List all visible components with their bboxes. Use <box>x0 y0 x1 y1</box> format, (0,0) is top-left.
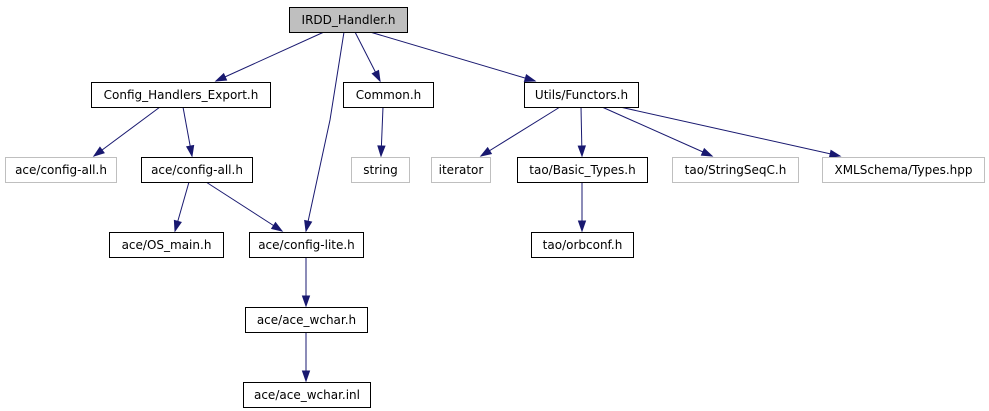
node-label: Utils/Functors.h <box>535 88 628 102</box>
node-xmlschema-types: XMLSchema/Types.hpp <box>822 157 985 183</box>
node-box <box>343 82 434 108</box>
node-config-lite[interactable]: ace/config-lite.h <box>249 232 364 258</box>
edge-arrowhead <box>92 146 105 157</box>
node-box <box>245 307 368 333</box>
node-box <box>351 157 410 183</box>
edge-irdd_handler-to-config_lite <box>304 31 345 233</box>
edge-config_handlers_export-to-config_all_ext <box>92 106 161 157</box>
nodes-layer: IRDD_Handler.hConfig_Handlers_Export.hac… <box>5 7 985 408</box>
node-box <box>672 157 799 183</box>
node-orbconf[interactable]: tao/orbconf.h <box>531 232 634 258</box>
edge-line <box>93 106 161 157</box>
node-label: iterator <box>439 163 484 177</box>
node-label: tao/orbconf.h <box>543 238 623 252</box>
node-label: XMLSchema/Types.hpp <box>834 163 972 177</box>
edge-arrowhead <box>270 221 284 232</box>
node-ace-wchar-inl[interactable]: ace/ace_wchar.inl <box>243 382 371 408</box>
edge-arrowhead <box>371 69 381 83</box>
edge-line <box>305 31 345 232</box>
node-box <box>243 382 371 408</box>
edge-arrowhead <box>173 219 182 233</box>
node-box <box>109 232 224 258</box>
edges-layer <box>92 31 842 383</box>
edge-irdd_handler-to-config_handlers_export <box>214 31 325 82</box>
edge-line <box>480 106 561 157</box>
node-string: string <box>351 157 410 183</box>
node-box <box>531 232 634 258</box>
edge-line <box>205 181 283 232</box>
node-box <box>517 157 648 183</box>
node-label: Config_Handlers_Export.h <box>104 88 259 102</box>
edge-utils_functors-to-basic_types <box>577 106 586 158</box>
node-label: ace/ace_wchar.inl <box>254 388 360 402</box>
node-label: ace/config-lite.h <box>258 238 355 252</box>
edge-config_lite-to-ace_wchar_h <box>301 257 311 308</box>
edge-arrowhead <box>304 219 313 233</box>
node-box <box>249 232 364 258</box>
node-box <box>289 7 408 33</box>
edge-arrowhead <box>377 145 386 158</box>
edge-arrowhead <box>577 220 587 233</box>
node-label: Common.h <box>356 88 421 102</box>
edge-config_handlers_export-to-config_all <box>182 106 195 158</box>
node-os-main[interactable]: ace/OS_main.h <box>109 232 224 258</box>
node-box <box>91 82 271 108</box>
node-stringseqc: tao/StringSeqC.h <box>672 157 799 183</box>
edge-basic_types-to-orbconf <box>577 182 587 233</box>
node-utils-functors[interactable]: Utils/Functors.h <box>524 82 639 108</box>
node-config-handlers-export[interactable]: Config_Handlers_Export.h <box>91 82 271 108</box>
node-basic-types[interactable]: tao/Basic_Types.h <box>517 157 648 183</box>
node-label: ace/ace_wchar.h <box>257 313 356 327</box>
edge-arrowhead <box>301 370 311 383</box>
edge-config_all-to-config_lite <box>205 181 284 232</box>
edge-utils_functors-to-stringseqc <box>601 106 714 157</box>
edge-arrowhead <box>700 147 714 157</box>
node-label: string <box>363 163 397 177</box>
node-label: tao/Basic_Types.h <box>529 163 635 177</box>
edge-arrowhead <box>479 146 493 157</box>
edge-utils_functors-to-xmlschema_types <box>619 106 842 158</box>
node-label: tao/StringSeqC.h <box>685 163 787 177</box>
edge-arrowhead <box>577 145 586 158</box>
node-common[interactable]: Common.h <box>343 82 434 108</box>
node-label: IRDD_Handler.h <box>302 13 396 27</box>
node-box <box>141 157 253 183</box>
edge-arrowhead <box>214 72 228 82</box>
edge-config_all-to-os_main <box>173 181 190 233</box>
edge-arrowhead <box>828 149 842 158</box>
edge-line <box>369 31 536 82</box>
node-label: ace/config-all.h <box>151 163 243 177</box>
edge-ace_wchar_h-to-ace_wchar_inl <box>301 332 311 383</box>
edge-utils_functors-to-iterator <box>479 106 561 157</box>
edge-arrowhead <box>523 73 537 83</box>
edge-line <box>601 106 713 157</box>
node-config-all[interactable]: ace/config-all.h <box>141 157 253 183</box>
edge-arrowhead <box>185 144 195 158</box>
edge-arrowhead <box>301 295 311 308</box>
node-irdd-handler[interactable]: IRDD_Handler.h <box>289 7 408 33</box>
edge-line <box>215 31 325 82</box>
edge-line <box>619 106 841 157</box>
node-label: ace/OS_main.h <box>122 238 212 252</box>
node-label: ace/config-all.h <box>15 163 107 177</box>
node-config-all-ext: ace/config-all.h <box>5 157 117 183</box>
node-box <box>822 157 985 183</box>
node-box <box>5 157 117 183</box>
node-iterator: iterator <box>431 157 491 183</box>
edge-irdd_handler-to-common <box>354 31 381 83</box>
node-box <box>431 157 491 183</box>
edge-common-to-string <box>377 106 386 158</box>
node-ace-wchar-h[interactable]: ace/ace_wchar.h <box>245 307 368 333</box>
node-box <box>524 82 639 108</box>
edge-irdd_handler-to-utils_functors <box>369 31 537 83</box>
